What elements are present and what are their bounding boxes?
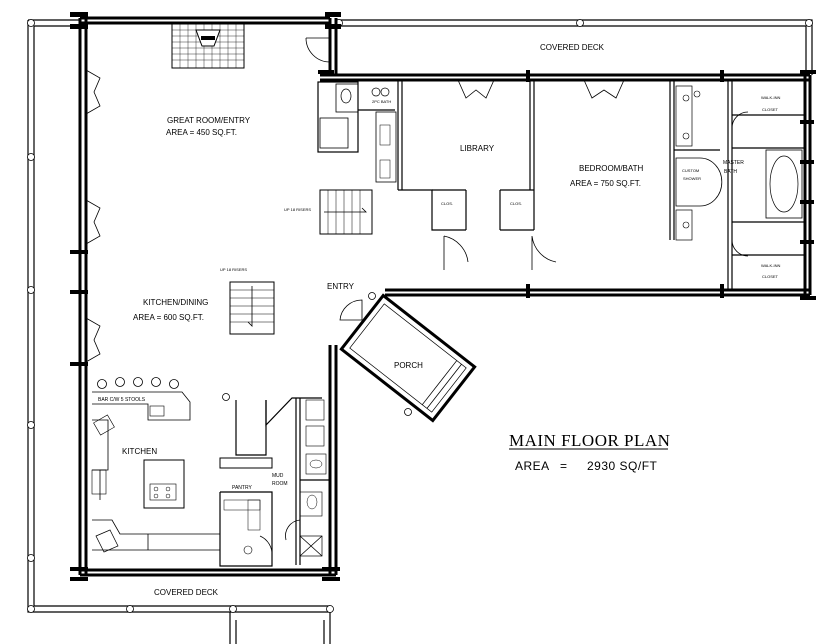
master-bath-label-2: BATH (724, 169, 737, 175)
entry-label: ENTRY (327, 282, 355, 291)
plan-title: MAIN FLOOR PLAN (509, 431, 670, 450)
stairs-lower (229, 281, 275, 335)
walk-in-closet-top-label: WALK-INN (761, 95, 781, 100)
plan-area-label: AREA (515, 459, 550, 473)
bedroom-bath-area-label: AREA = 750 SQ.FT. (570, 179, 641, 188)
fireplace (171, 23, 245, 69)
bedroom-bath-label: BEDROOM/BATH (579, 164, 644, 173)
stairs-up-top-label: UP 18 RISERS (284, 207, 311, 212)
library-closet-label: CLOS. (441, 201, 453, 206)
kitchen (91, 377, 220, 553)
bedroom (583, 79, 805, 290)
library-label: LIBRARY (460, 144, 495, 153)
powder-room: 2PC BATH (317, 81, 395, 153)
pantry-label: PANTRY (232, 485, 252, 491)
powder-room-label: 2PC BATH (372, 99, 391, 104)
covered-deck-bottom-label: COVERED DECK (154, 588, 219, 597)
walk-in-closet-top-label-2: CLOSET (762, 107, 779, 112)
mud-room-label-2: ROOM (272, 481, 288, 487)
bar-label: BAR C/W 5 STOOLS (98, 397, 146, 403)
walk-in-closet-bottom-label: WALK-INN (761, 263, 781, 268)
bedroom-closet-label: CLOS. (510, 201, 522, 206)
deck-door (305, 37, 331, 63)
custom-shower-label-2: SHOWER (683, 176, 701, 181)
covered-deck-top-label: COVERED DECK (540, 43, 605, 52)
custom-shower-label: CUSTOM (682, 168, 699, 173)
left-windows (85, 69, 101, 363)
kitchen-dining-label: KITCHEN/DINING (143, 298, 208, 307)
great-room-area-label: AREA = 450 SQ.FT. (166, 128, 237, 137)
deck-posts (27, 19, 813, 613)
exterior-walls (78, 16, 812, 577)
library (375, 79, 557, 270)
pantry-mud (219, 397, 330, 567)
stairs-up-mid-label: UP 18 RISERS (220, 267, 247, 272)
walk-in-closet-bottom-label-2: CLOSET (762, 274, 779, 279)
plan-area-value: 2930 SQ/FT (587, 459, 658, 473)
mud-room-label: MUD (272, 473, 284, 479)
porch (339, 293, 477, 423)
log-ends (70, 12, 816, 581)
master-bath-label: MASTER (723, 160, 744, 166)
great-room-label: GREAT ROOM/ENTRY (167, 116, 251, 125)
stairs-upper (319, 189, 373, 235)
porch-label: PORCH (394, 361, 423, 370)
plan-area-equals: = (560, 459, 568, 473)
kitchen-label: KITCHEN (122, 447, 157, 456)
kitchen-dining-area-label: AREA = 600 SQ.FT. (133, 313, 204, 322)
